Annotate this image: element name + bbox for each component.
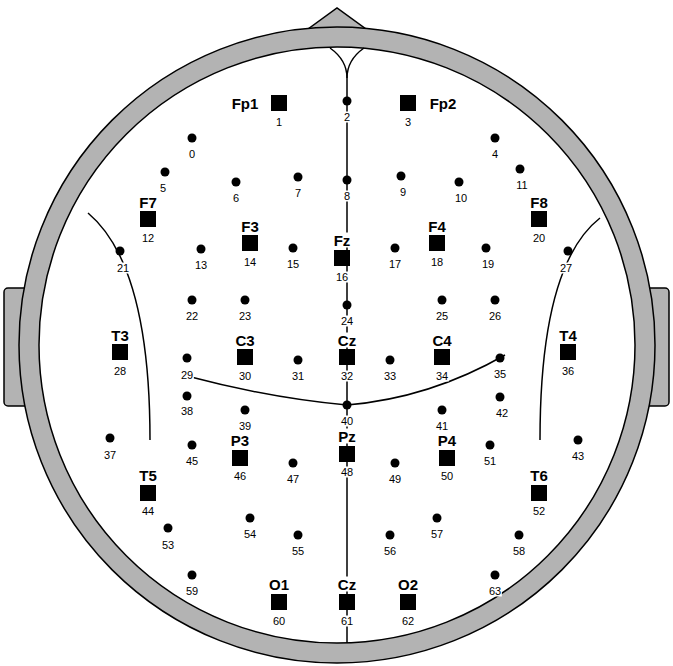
electrode-number: 18 (430, 257, 444, 268)
electrode-name: Cz (337, 333, 357, 348)
electrode-number: 1 (275, 117, 283, 128)
electrode-number: 54 (243, 529, 257, 540)
electrode-name: Pz (337, 429, 357, 444)
electrode-number: 48 (340, 467, 354, 478)
electrode-number: 37 (103, 450, 117, 461)
electrode-number: 41 (435, 421, 449, 432)
electrode-number: 49 (388, 474, 402, 485)
electrode-number: 36 (561, 366, 575, 377)
electrode-number: 55 (291, 546, 305, 557)
electrode-number: 5 (159, 183, 167, 194)
electrode-number: 21 (116, 263, 130, 274)
electrode-number: 0 (188, 149, 196, 160)
electrode-name: C3 (234, 333, 255, 348)
midline (347, 48, 364, 78)
electrode-number: 8 (343, 191, 351, 202)
electrode-name: Fp2 (429, 96, 458, 111)
electrode-number: 9 (399, 187, 407, 198)
electrode-number: 52 (532, 506, 546, 517)
scalp (39, 47, 635, 643)
electrode-number: 29 (180, 370, 194, 381)
electrode-number: 6 (232, 193, 240, 204)
electrode-number: 23 (238, 311, 252, 322)
electrode-name: P3 (230, 433, 250, 448)
electrode-name: T4 (558, 328, 578, 343)
electrode-number: 60 (272, 616, 286, 627)
electrode-name: F3 (240, 219, 260, 234)
electrode-number: 3 (404, 117, 412, 128)
electrode-number: 13 (194, 260, 208, 271)
electrode-name: O1 (268, 577, 290, 592)
electrode-number: 34 (435, 371, 449, 382)
electrode-number: 57 (430, 529, 444, 540)
electrode-number: 10 (454, 193, 468, 204)
electrode-number: 33 (383, 371, 397, 382)
electrode-number: 24 (340, 316, 354, 327)
electrode-number: 25 (435, 311, 449, 322)
electrode-number: 7 (294, 188, 302, 199)
electrode-number: 47 (286, 474, 300, 485)
electrode-number: 61 (340, 616, 354, 627)
electrode-name: O2 (397, 577, 419, 592)
electrode-name: F7 (138, 195, 158, 210)
head-outline (19, 27, 655, 663)
electrode-number: 17 (388, 259, 402, 270)
electrode-name: T6 (529, 468, 549, 483)
electrode-number: 56 (383, 546, 397, 557)
electrode-number: 12 (141, 233, 155, 244)
electrode-number: 38 (180, 406, 194, 417)
electrode-name: P4 (437, 433, 457, 448)
electrode-number: 26 (488, 311, 502, 322)
electrode-number: 28 (113, 366, 127, 377)
electrode-number: 35 (493, 369, 507, 380)
electrode-number: 43 (571, 451, 585, 462)
electrode-number: 14 (243, 257, 257, 268)
electrode-name: Fp1 (231, 96, 260, 111)
electrode-number: 19 (481, 259, 495, 270)
electrode-dots (106, 97, 583, 580)
electrode-number: 45 (185, 456, 199, 467)
electrode-number: 32 (340, 371, 354, 382)
electrode-number: 16 (335, 272, 349, 283)
electrode-number: 20 (532, 233, 546, 244)
electrode-number: 15 (286, 259, 300, 270)
electrode-number: 46 (233, 471, 247, 482)
electrode-number: 4 (491, 149, 499, 160)
temporal-line (540, 218, 600, 440)
electrode-number: 30 (238, 371, 252, 382)
electrode-number: 51 (483, 456, 497, 467)
electrode-squares (112, 95, 576, 610)
electrode-number: 59 (185, 586, 199, 597)
electrode-number: 58 (512, 546, 526, 557)
electrode-name: T3 (110, 328, 130, 343)
electrode-number: 11 (515, 180, 528, 191)
electrode-number: 53 (161, 540, 175, 551)
electrode-number: 50 (440, 471, 454, 482)
electrode-name: Cz (337, 577, 357, 592)
electrode-name: Fz (333, 233, 352, 248)
temporal-line (88, 213, 150, 440)
electrode-number: 63 (488, 586, 502, 597)
electrode-name: F4 (427, 219, 447, 234)
electrode-number: 62 (401, 616, 415, 627)
electrode-name: T5 (138, 468, 158, 483)
electrode-number: 40 (340, 416, 354, 427)
electrode-number: 2 (343, 112, 351, 123)
electrode-number: 31 (291, 371, 305, 382)
electrode-name: C4 (431, 333, 452, 348)
electrode-number: 27 (559, 263, 573, 274)
electrode-number: 22 (185, 311, 199, 322)
electrode-number: 39 (238, 421, 252, 432)
electrode-number: 44 (141, 506, 155, 517)
electrode-name: F8 (529, 195, 549, 210)
electrode-number: 42 (495, 408, 509, 419)
